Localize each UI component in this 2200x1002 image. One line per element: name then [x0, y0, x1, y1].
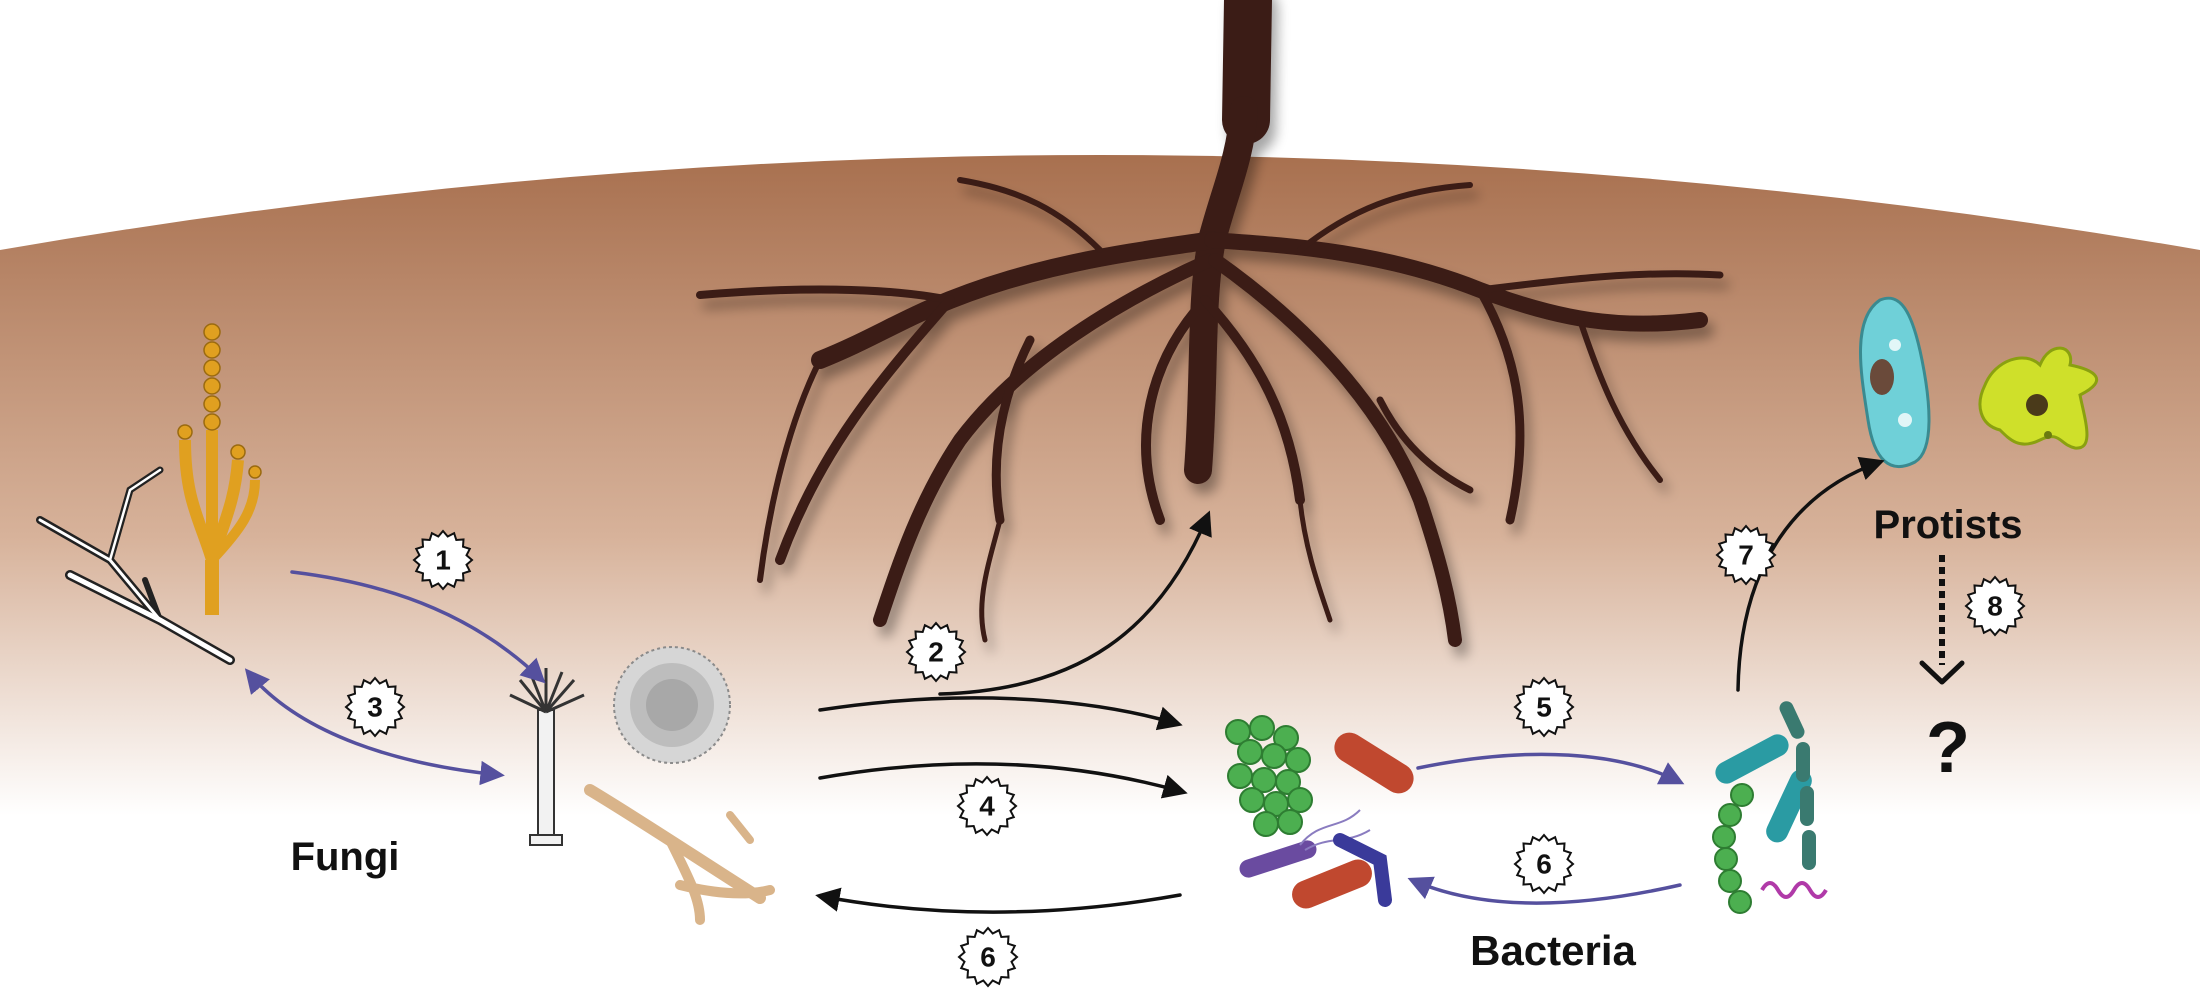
svg-text:7: 7	[1738, 540, 1754, 571]
svg-text:1: 1	[435, 545, 451, 576]
bacteria-cocci-chain-icon	[1712, 783, 1754, 914]
label-fungi: Fungi	[291, 835, 400, 879]
bacteria-cocci-cluster-icon	[1225, 715, 1313, 837]
arrow-6-left	[815, 887, 1182, 914]
bacteria-spirochete-icon	[1760, 881, 1828, 899]
svg-text:5: 5	[1536, 692, 1552, 723]
badge-8: 8	[1964, 575, 2026, 637]
step-badges: 1 2 3 4 5 6 6 7	[344, 524, 2026, 988]
svg-text:6: 6	[1536, 849, 1552, 880]
badge-6-bottom: 6	[957, 926, 1019, 988]
protist-amoeba-icon	[1978, 346, 2098, 450]
label-protists: Protists	[1874, 503, 2023, 547]
bacteria-rod-red-icon	[1292, 732, 1414, 909]
badge-6-right: 6	[1513, 833, 1575, 895]
bacteria-flagellated-icon	[1239, 809, 1392, 907]
badge-2: 2	[905, 621, 967, 683]
fungus-hyphae-tan-icon	[584, 784, 775, 925]
label-bacteria: Bacteria	[1470, 927, 1636, 974]
label-unknown-question-mark: ?	[1926, 708, 1970, 788]
arrow-8-head	[1919, 660, 1965, 685]
fungus-branched-hypha-icon	[36, 466, 235, 665]
badge-1: 1	[412, 529, 474, 591]
badge-4: 4	[956, 775, 1018, 837]
badge-3: 3	[344, 676, 406, 738]
arrow-2	[938, 510, 1212, 696]
badge-7: 7	[1715, 524, 1777, 586]
bacteria-rods-teal-icon	[1715, 701, 1816, 870]
svg-text:6: 6	[980, 942, 996, 973]
svg-text:3: 3	[367, 692, 383, 723]
arrows	[244, 456, 1965, 914]
svg-text:4: 4	[979, 791, 995, 822]
fungus-sporangiophore-icon	[509, 668, 585, 846]
arrow-4	[818, 762, 1188, 799]
fungus-spiky-spore-icon	[613, 646, 731, 764]
arrow-5	[1416, 752, 1685, 785]
plant-root	[696, 0, 1724, 647]
svg-text:2: 2	[928, 637, 944, 668]
arrow-3	[244, 668, 505, 786]
fungus-conidiophore-icon	[177, 323, 262, 615]
protist-ciliate-icon	[1859, 296, 1931, 468]
arrow-1	[290, 570, 546, 684]
badge-5: 5	[1513, 676, 1575, 738]
arrow-6-right	[1407, 876, 1682, 905]
arrow-2b	[818, 696, 1183, 731]
svg-text:8: 8	[1987, 591, 2003, 622]
arrow-7	[1736, 456, 1885, 692]
